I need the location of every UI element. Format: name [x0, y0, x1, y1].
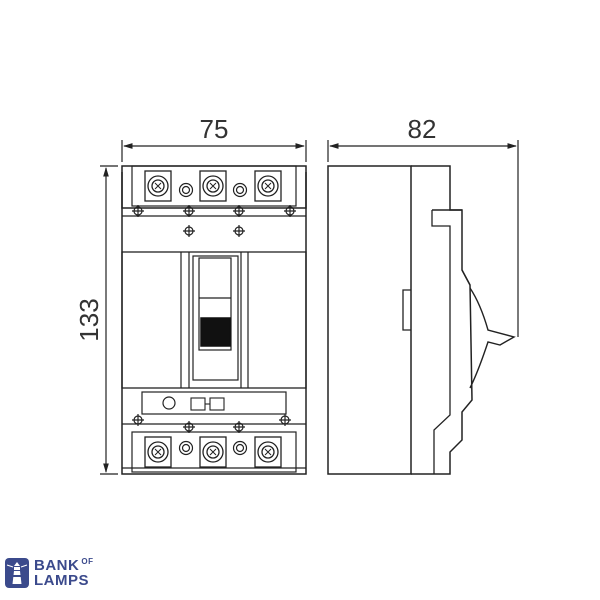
logo-bank-text: BANK — [34, 557, 80, 574]
dimension-width-label: 75 — [200, 114, 229, 144]
top-terminals — [144, 170, 282, 202]
dimension-lines — [100, 140, 519, 475]
bottom-terminals — [144, 436, 282, 468]
dimension-height-label: 133 — [74, 298, 104, 341]
dimension-depth-label: 82 — [408, 114, 437, 144]
side-view — [327, 165, 516, 475]
logo-lamps-text: LAMPS — [34, 572, 89, 589]
lighthouse-icon — [5, 558, 29, 588]
logo-of-text: OF — [81, 557, 94, 566]
front-view — [121, 165, 307, 475]
